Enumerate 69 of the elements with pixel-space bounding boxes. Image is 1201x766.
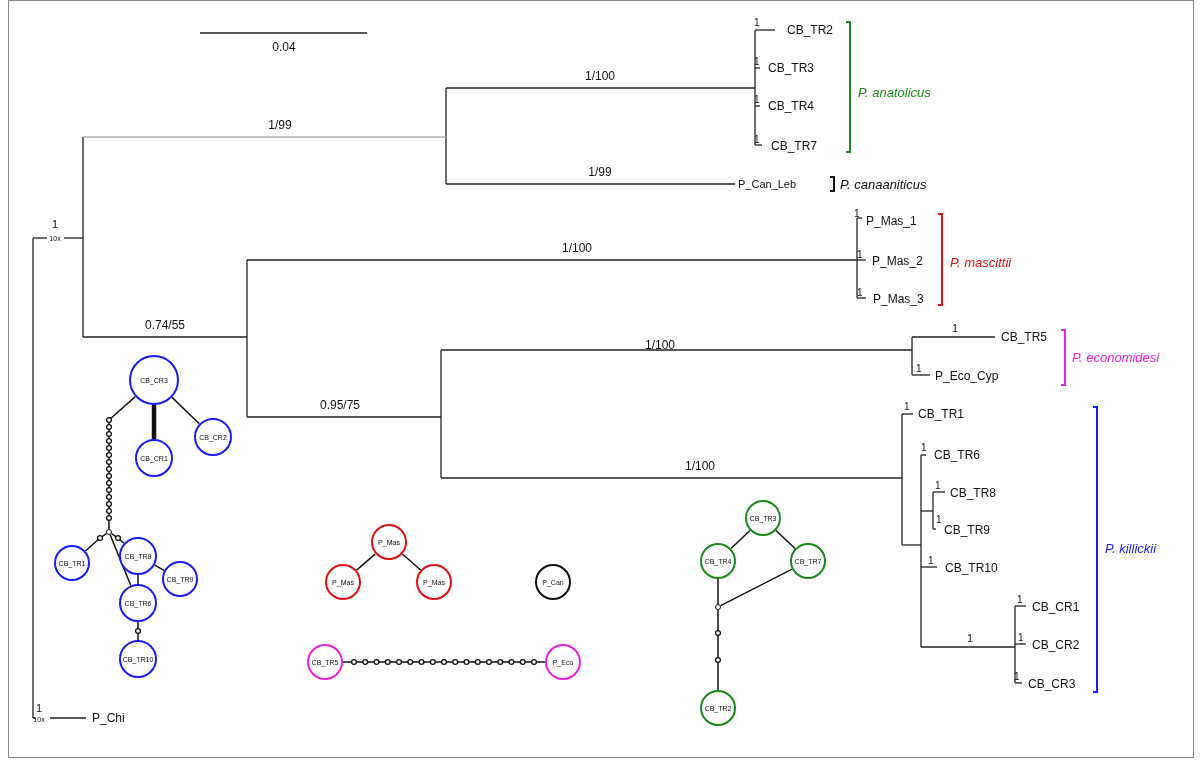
taxon-label: P_Mas_3	[873, 293, 924, 305]
support-value: 1	[754, 18, 760, 28]
support-value: 0.95/75	[320, 399, 360, 411]
taxon-label: P_Mas_2	[872, 255, 923, 267]
taxon-label: CB_TR4	[768, 100, 814, 112]
network-link	[153, 564, 165, 572]
support-value: 1	[966, 632, 974, 644]
taxon-label: CB_CR3	[1028, 678, 1076, 690]
network-link	[717, 609, 719, 691]
taxon-label: CB_TR7	[771, 140, 817, 152]
taxon-label: CB_TR3	[768, 62, 814, 74]
network-link	[355, 553, 377, 571]
taxon-label: CB_TR6	[934, 449, 980, 461]
network-link	[171, 396, 201, 425]
network-link	[730, 529, 751, 550]
support-value: 1	[857, 288, 863, 298]
support-value: 1	[1018, 633, 1024, 643]
taxon-label: CB_TR8	[950, 487, 996, 499]
support-value: 1/100	[585, 70, 615, 82]
support-value: 1	[951, 322, 959, 334]
network-link	[84, 532, 108, 552]
taxon-label: P_Eco_Cyp	[935, 370, 999, 382]
support-value: 1	[921, 443, 927, 453]
support-value: 1/100	[645, 339, 675, 351]
support-value: 1	[35, 702, 43, 714]
support-value: 1	[1017, 595, 1023, 605]
support-value: 1/100	[562, 242, 592, 254]
support-value: 1/99	[588, 166, 612, 178]
network-link	[108, 395, 137, 530]
support-value: 0.74/55	[145, 319, 185, 331]
support-value: 1	[754, 135, 760, 145]
network-link	[717, 578, 719, 605]
clade-name: P. economidesi	[1072, 350, 1160, 364]
network-link	[719, 568, 793, 607]
support-value: 1	[754, 95, 760, 105]
support-value: 1/100	[685, 460, 715, 472]
support-value: 1	[936, 515, 942, 525]
taxon-label: CB_CR2	[1032, 639, 1080, 651]
clade-name: P. anatolicus	[858, 85, 931, 99]
network-link	[342, 661, 546, 663]
support-value: 1	[904, 402, 910, 412]
support-value: 1	[1014, 672, 1020, 682]
median-vector-dot	[715, 604, 721, 610]
network-link	[401, 553, 422, 571]
support-value: 1	[51, 218, 59, 230]
clade-name: P. killickii	[1105, 541, 1157, 555]
support-value: 1/99	[268, 119, 292, 131]
support-value: 1	[854, 209, 860, 219]
taxon-label: P_Chi	[92, 712, 125, 724]
taxon-label: CB_TR9	[944, 524, 990, 536]
clade-name: P. mascittii	[950, 255, 1012, 269]
taxon-label: CB_TR2	[787, 24, 833, 36]
taxon-label: CB_TR1	[918, 408, 964, 420]
taxon-label: CB_CR1	[1032, 601, 1080, 613]
support-value: 1	[754, 57, 760, 67]
support-value: 1	[857, 250, 863, 260]
taxon-label: P_Can_Leb	[738, 178, 797, 190]
support-value: 1	[935, 481, 941, 491]
taxon-label: P_Mas_1	[866, 215, 917, 227]
scale-value: 0.04	[272, 41, 296, 53]
network-link	[137, 574, 139, 585]
support-value: 1	[916, 364, 922, 374]
taxon-label: CB_TR5	[1001, 331, 1047, 343]
network-link	[151, 405, 157, 439]
median-vector-dot	[106, 529, 112, 535]
network-link	[775, 529, 796, 550]
support-value: 1	[928, 556, 934, 566]
taxon-label: CB_TR10	[945, 562, 998, 574]
clade-name: P. canaaniticus	[840, 177, 927, 191]
